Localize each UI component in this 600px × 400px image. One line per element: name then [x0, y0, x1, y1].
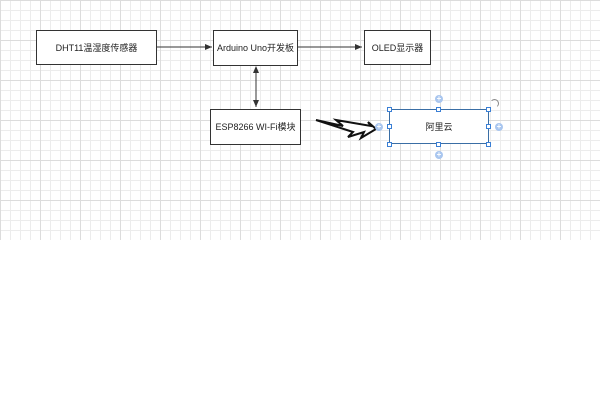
- node-aliyun[interactable]: 阿里云: [389, 109, 489, 144]
- node-esp8266-label: ESP8266 WI-Fi模块: [215, 122, 296, 132]
- node-arduino[interactable]: Arduino Uno开发板: [213, 30, 298, 66]
- node-dht11[interactable]: DHT11温湿度传感器: [36, 30, 157, 65]
- node-oled-label: OLED显示器: [371, 42, 424, 53]
- resize-handle-right[interactable]: [486, 124, 491, 129]
- resize-handle-left[interactable]: [387, 124, 392, 129]
- connect-top-icon[interactable]: +: [435, 94, 443, 103]
- resize-handle-top-left[interactable]: [387, 107, 392, 112]
- node-arduino-label: Arduino Uno开发板: [216, 43, 295, 53]
- resize-handle-top[interactable]: [436, 107, 441, 112]
- lightning-bolt-icon: [315, 118, 378, 141]
- node-dht11-label: DHT11温湿度传感器: [55, 42, 138, 53]
- connect-left-icon[interactable]: +: [375, 122, 383, 131]
- connect-bottom-icon[interactable]: +: [435, 150, 443, 159]
- resize-handle-bottom-right[interactable]: [486, 142, 491, 147]
- node-aliyun-label: 阿里云: [425, 121, 453, 132]
- resize-handle-top-right[interactable]: [486, 107, 491, 112]
- connect-right-icon[interactable]: +: [495, 122, 503, 131]
- node-oled[interactable]: OLED显示器: [364, 30, 431, 65]
- resize-handle-bottom-left[interactable]: [387, 142, 392, 147]
- node-esp8266[interactable]: ESP8266 WI-Fi模块: [210, 109, 301, 145]
- resize-handle-bottom[interactable]: [436, 142, 441, 147]
- rotate-handle-icon[interactable]: [490, 99, 499, 108]
